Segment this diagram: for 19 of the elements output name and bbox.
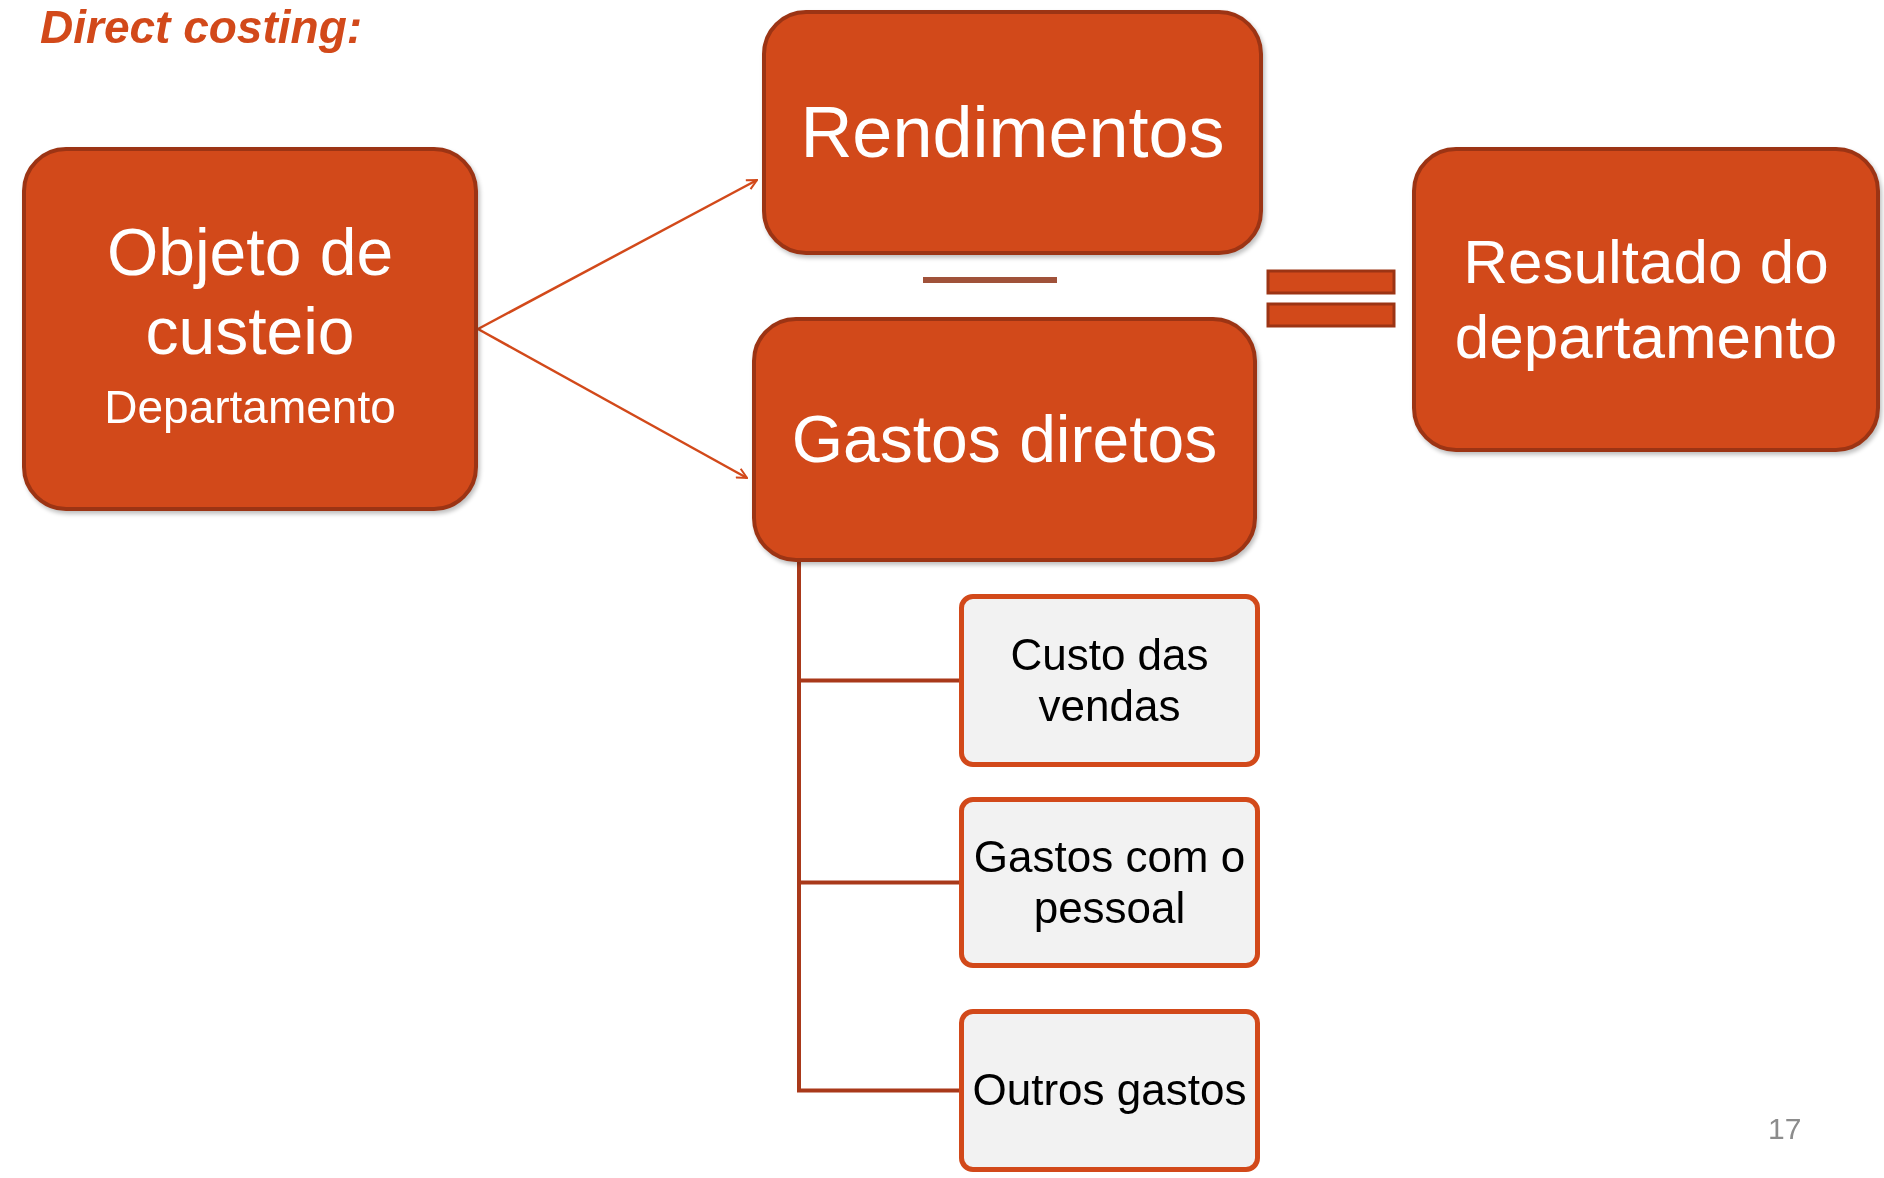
box-label: Custo das vendas <box>1009 629 1210 732</box>
process-box <box>762 10 1263 255</box>
box-label: Gastos com o pessoal <box>972 831 1247 934</box>
process-box <box>752 317 1257 562</box>
box-label: Resultado do departamento <box>1453 226 1839 373</box>
item-box <box>959 594 1260 767</box>
box-label: Gastos diretos <box>791 400 1218 478</box>
slide-title: Direct costing: <box>40 0 363 54</box>
box-label: Outros gastos <box>972 1065 1247 1116</box>
arrow <box>477 178 758 331</box>
box-label: Rendimentos <box>800 91 1225 175</box>
page-number: 17 <box>1768 1112 1802 1146</box>
arrow <box>477 327 748 480</box>
item-box <box>959 797 1260 968</box>
item-box <box>959 1009 1260 1172</box>
process-box <box>22 147 478 511</box>
process-box <box>1412 147 1880 452</box>
box-label: Objeto de custeio <box>105 214 395 371</box>
box-sublabel: Departamento <box>104 380 396 436</box>
